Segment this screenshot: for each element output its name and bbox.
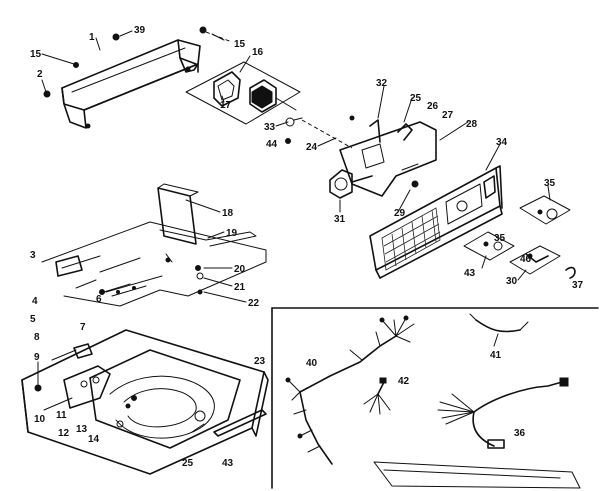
callout-18: 18: [222, 208, 234, 219]
callout-12: 12: [58, 428, 70, 439]
callout-11: 11: [56, 410, 67, 421]
callout-22: 22: [248, 298, 260, 309]
callout-35-upper: 35: [544, 178, 556, 189]
harness-41: [469, 313, 529, 347]
lid-switch-bracket: [43, 365, 137, 428]
callout-30: 30: [506, 276, 518, 287]
callout-42: 42: [398, 376, 410, 387]
parts-8-9: [34, 343, 93, 392]
callout-9: 9: [34, 352, 40, 363]
callout-34: 34: [496, 137, 508, 148]
callout-24: 24: [306, 142, 318, 153]
parts-3-4-5-6-7: [55, 255, 147, 297]
callout-25-bottom: 25: [182, 458, 194, 469]
callout-14: 14: [88, 434, 100, 445]
callout-4: 4: [32, 296, 38, 307]
timer-assembly: [185, 61, 301, 125]
callout-39: 39: [134, 25, 146, 36]
harness-inset: [271, 307, 599, 489]
switch-31: [329, 169, 373, 199]
leader-lines: [51, 33, 551, 361]
clip-37: [565, 266, 576, 279]
callout-5: 5: [30, 314, 36, 325]
callout-15-right: 15: [234, 39, 246, 50]
callout-20: 20: [234, 264, 246, 275]
base-plate: [41, 221, 267, 307]
callout-32: 32: [376, 78, 388, 89]
callout-35-lower: 35: [494, 233, 506, 244]
callout-37: 37: [572, 280, 584, 291]
callout-1: 1: [89, 32, 95, 43]
callout-19: 19: [226, 228, 238, 239]
screw-15-right: [199, 26, 233, 43]
callout-33: 33: [264, 122, 276, 133]
harness-42: [363, 377, 391, 415]
screw-39: [112, 30, 133, 41]
callout-27: 27: [442, 110, 454, 121]
callout-2: 2: [37, 69, 43, 80]
callout-46: 46: [520, 254, 532, 265]
callout-23: 23: [254, 356, 266, 367]
callout-43-right: 43: [464, 268, 476, 279]
screw-2: [41, 79, 51, 98]
callout-15-left: 15: [30, 49, 42, 60]
rear-panel: [369, 165, 503, 279]
screw-15-left: [41, 53, 79, 68]
callout-8: 8: [34, 332, 40, 343]
callout-16: 16: [252, 47, 264, 58]
callout-26: 26: [427, 101, 439, 112]
harness-36: [437, 377, 569, 449]
part-35-lower: [463, 231, 515, 261]
callout-6: 6: [96, 294, 102, 305]
callout-3: 3: [30, 250, 36, 261]
strip-43: [213, 409, 267, 437]
part-30-bracket: [509, 245, 561, 275]
callout-numbers: 1 39 15 15 2 16 17 33 44 24 32 25 26 27 …: [30, 25, 584, 469]
screw-44: [285, 138, 291, 144]
callout-17: 17: [220, 100, 232, 111]
callout-44: 44: [266, 139, 278, 150]
bracket-18: [157, 183, 257, 247]
part-46: [527, 253, 533, 259]
callout-13: 13: [76, 424, 88, 435]
callout-43-bottom: 43: [222, 458, 234, 469]
clip-33: [285, 117, 303, 127]
harness-40: [285, 315, 415, 465]
callout-31: 31: [334, 214, 346, 225]
callout-10: 10: [34, 414, 46, 425]
callout-41: 41: [490, 350, 502, 361]
callout-40: 40: [306, 358, 318, 369]
top-cover: [21, 329, 269, 475]
console-panel: [61, 39, 201, 129]
callout-28: 28: [466, 119, 478, 130]
callout-21: 21: [234, 282, 246, 293]
callout-29: 29: [394, 208, 406, 219]
fasteners-20-22: [165, 253, 204, 295]
part-35-upper: [519, 195, 571, 225]
callout-36: 36: [514, 428, 526, 439]
callout-7: 7: [80, 322, 86, 333]
part-25-grommet: [191, 410, 206, 433]
callout-25-top: 25: [410, 93, 422, 104]
control-bracket: [301, 115, 437, 197]
